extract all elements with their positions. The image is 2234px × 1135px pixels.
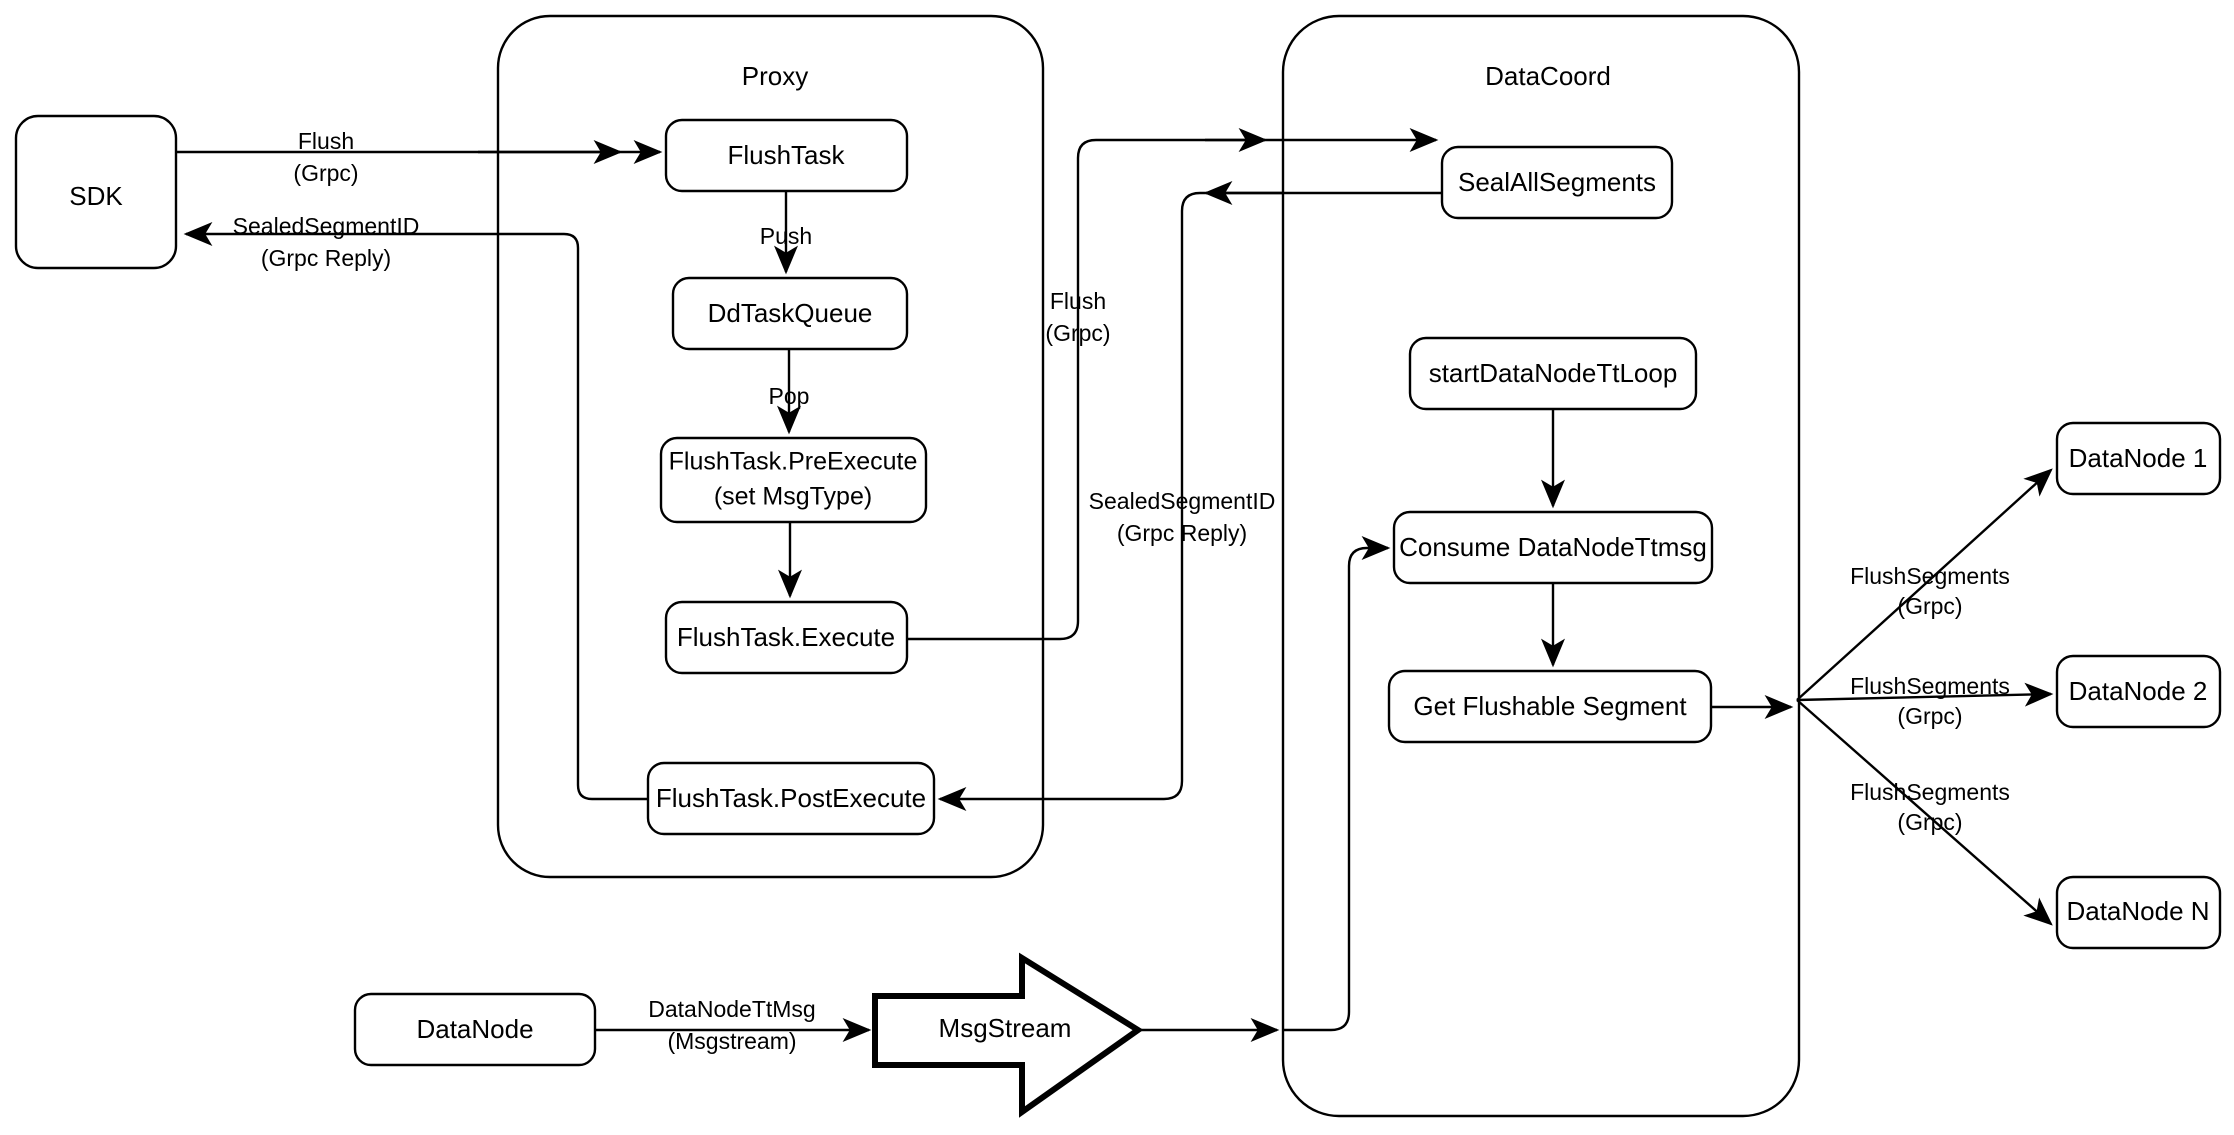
edge-label-flush-grpc-coord-line1: Flush (1050, 288, 1106, 314)
node-datanode-2[interactable] (2055, 654, 2222, 729)
edge-label-push: Push (760, 223, 812, 249)
node-flush-task-execute[interactable] (664, 600, 909, 675)
edge-fanout-to-datanode-1 (1796, 468, 2053, 701)
edge-label-sealedsegmentid-reply-line2: (Grpc Reply) (261, 245, 391, 271)
node-msgstream-label: MsgStream (939, 1013, 1072, 1043)
edge-label-flushsegments-2-line2: (Grpc) (1897, 703, 1962, 729)
node-seal-all-segments-label: SealAllSegments (1458, 167, 1656, 197)
node-consume-datanode-ttmsg-label: Consume DataNodeTtmsg (1399, 532, 1707, 562)
edge-datacoord-bottom-to-consume (1283, 536, 1391, 1032)
edge-postexecute-to-sdk (183, 222, 648, 801)
edge-label-pop: Pop (769, 383, 810, 409)
node-datanode-n-label: DataNode N (2066, 896, 2209, 926)
edge-label-flush-grpc-line1: Flush (298, 128, 354, 154)
edge-label-sealedsegmentid-coord-line2: (Grpc Reply) (1117, 520, 1247, 546)
node-flush-task-preexecute[interactable] (659, 436, 928, 524)
node-datanode-n[interactable] (2055, 875, 2222, 950)
group-proxy (496, 14, 1045, 879)
group-datacoord-label: DataCoord (1485, 61, 1611, 91)
node-sdk[interactable] (14, 114, 178, 270)
node-flush-task-postexecute-label: FlushTask.PostExecute (656, 783, 926, 813)
edge-fanout-to-datanode-2 (1796, 682, 2054, 707)
edge-label-flushsegments-n-line2: (Grpc) (1897, 809, 1962, 835)
edge-fanout-to-datanode-n (1796, 699, 2053, 926)
node-datanode-1[interactable] (2055, 421, 2222, 496)
edge-label-flush-grpc-coord-line2: (Grpc) (1045, 320, 1110, 346)
node-flush-task-preexecute-label-line2: (set MsgType) (714, 483, 872, 511)
edge-label-datanodettmsg-line1: DataNodeTtMsg (648, 996, 815, 1022)
node-flush-task-execute-label: FlushTask.Execute (677, 622, 895, 652)
edge-execute-to-sealallsegments (907, 128, 1268, 641)
edge-label-sealedsegmentid-reply-line1: SealedSegmentID (233, 213, 420, 239)
node-dd-task-queue-label: DdTaskQueue (708, 298, 873, 328)
edge-label-flush-grpc-line2: (Grpc) (293, 160, 358, 186)
node-datanode-bottom-label: DataNode (416, 1014, 533, 1044)
edge-label-flushsegments-1-line1: FlushSegments (1850, 563, 2010, 589)
node-flush-task-label: FlushTask (727, 140, 845, 170)
edge-sealallsegments-to-postexecute (937, 191, 1283, 811)
edge-label-flushsegments-n-line1: FlushSegments (1850, 779, 2010, 805)
node-start-datanode-tt-loop-label: startDataNodeTtLoop (1429, 358, 1678, 388)
node-seal-all-segments[interactable] (1440, 145, 1674, 220)
node-sdk-label: SDK (69, 181, 123, 211)
node-msgstream-arrow-shape[interactable] (872, 952, 1144, 1118)
edge-label-sealedsegmentid-coord-line1: SealedSegmentID (1089, 488, 1276, 514)
node-get-flushable-segment-label: Get Flushable Segment (1413, 691, 1687, 721)
edge-label-flushsegments-1-line2: (Grpc) (1897, 593, 1962, 619)
node-flush-task-preexecute-label-line1: FlushTask.PreExecute (669, 448, 918, 476)
edge-label-flushsegments-2-line1: FlushSegments (1850, 673, 2010, 699)
node-datanode-1-label: DataNode 1 (2069, 443, 2208, 473)
group-datacoord (1281, 14, 1801, 1118)
group-proxy-label: Proxy (742, 61, 808, 91)
edge-label-datanodettmsg-line2: (Msgstream) (667, 1028, 796, 1054)
node-datanode-2-label: DataNode 2 (2069, 676, 2208, 706)
